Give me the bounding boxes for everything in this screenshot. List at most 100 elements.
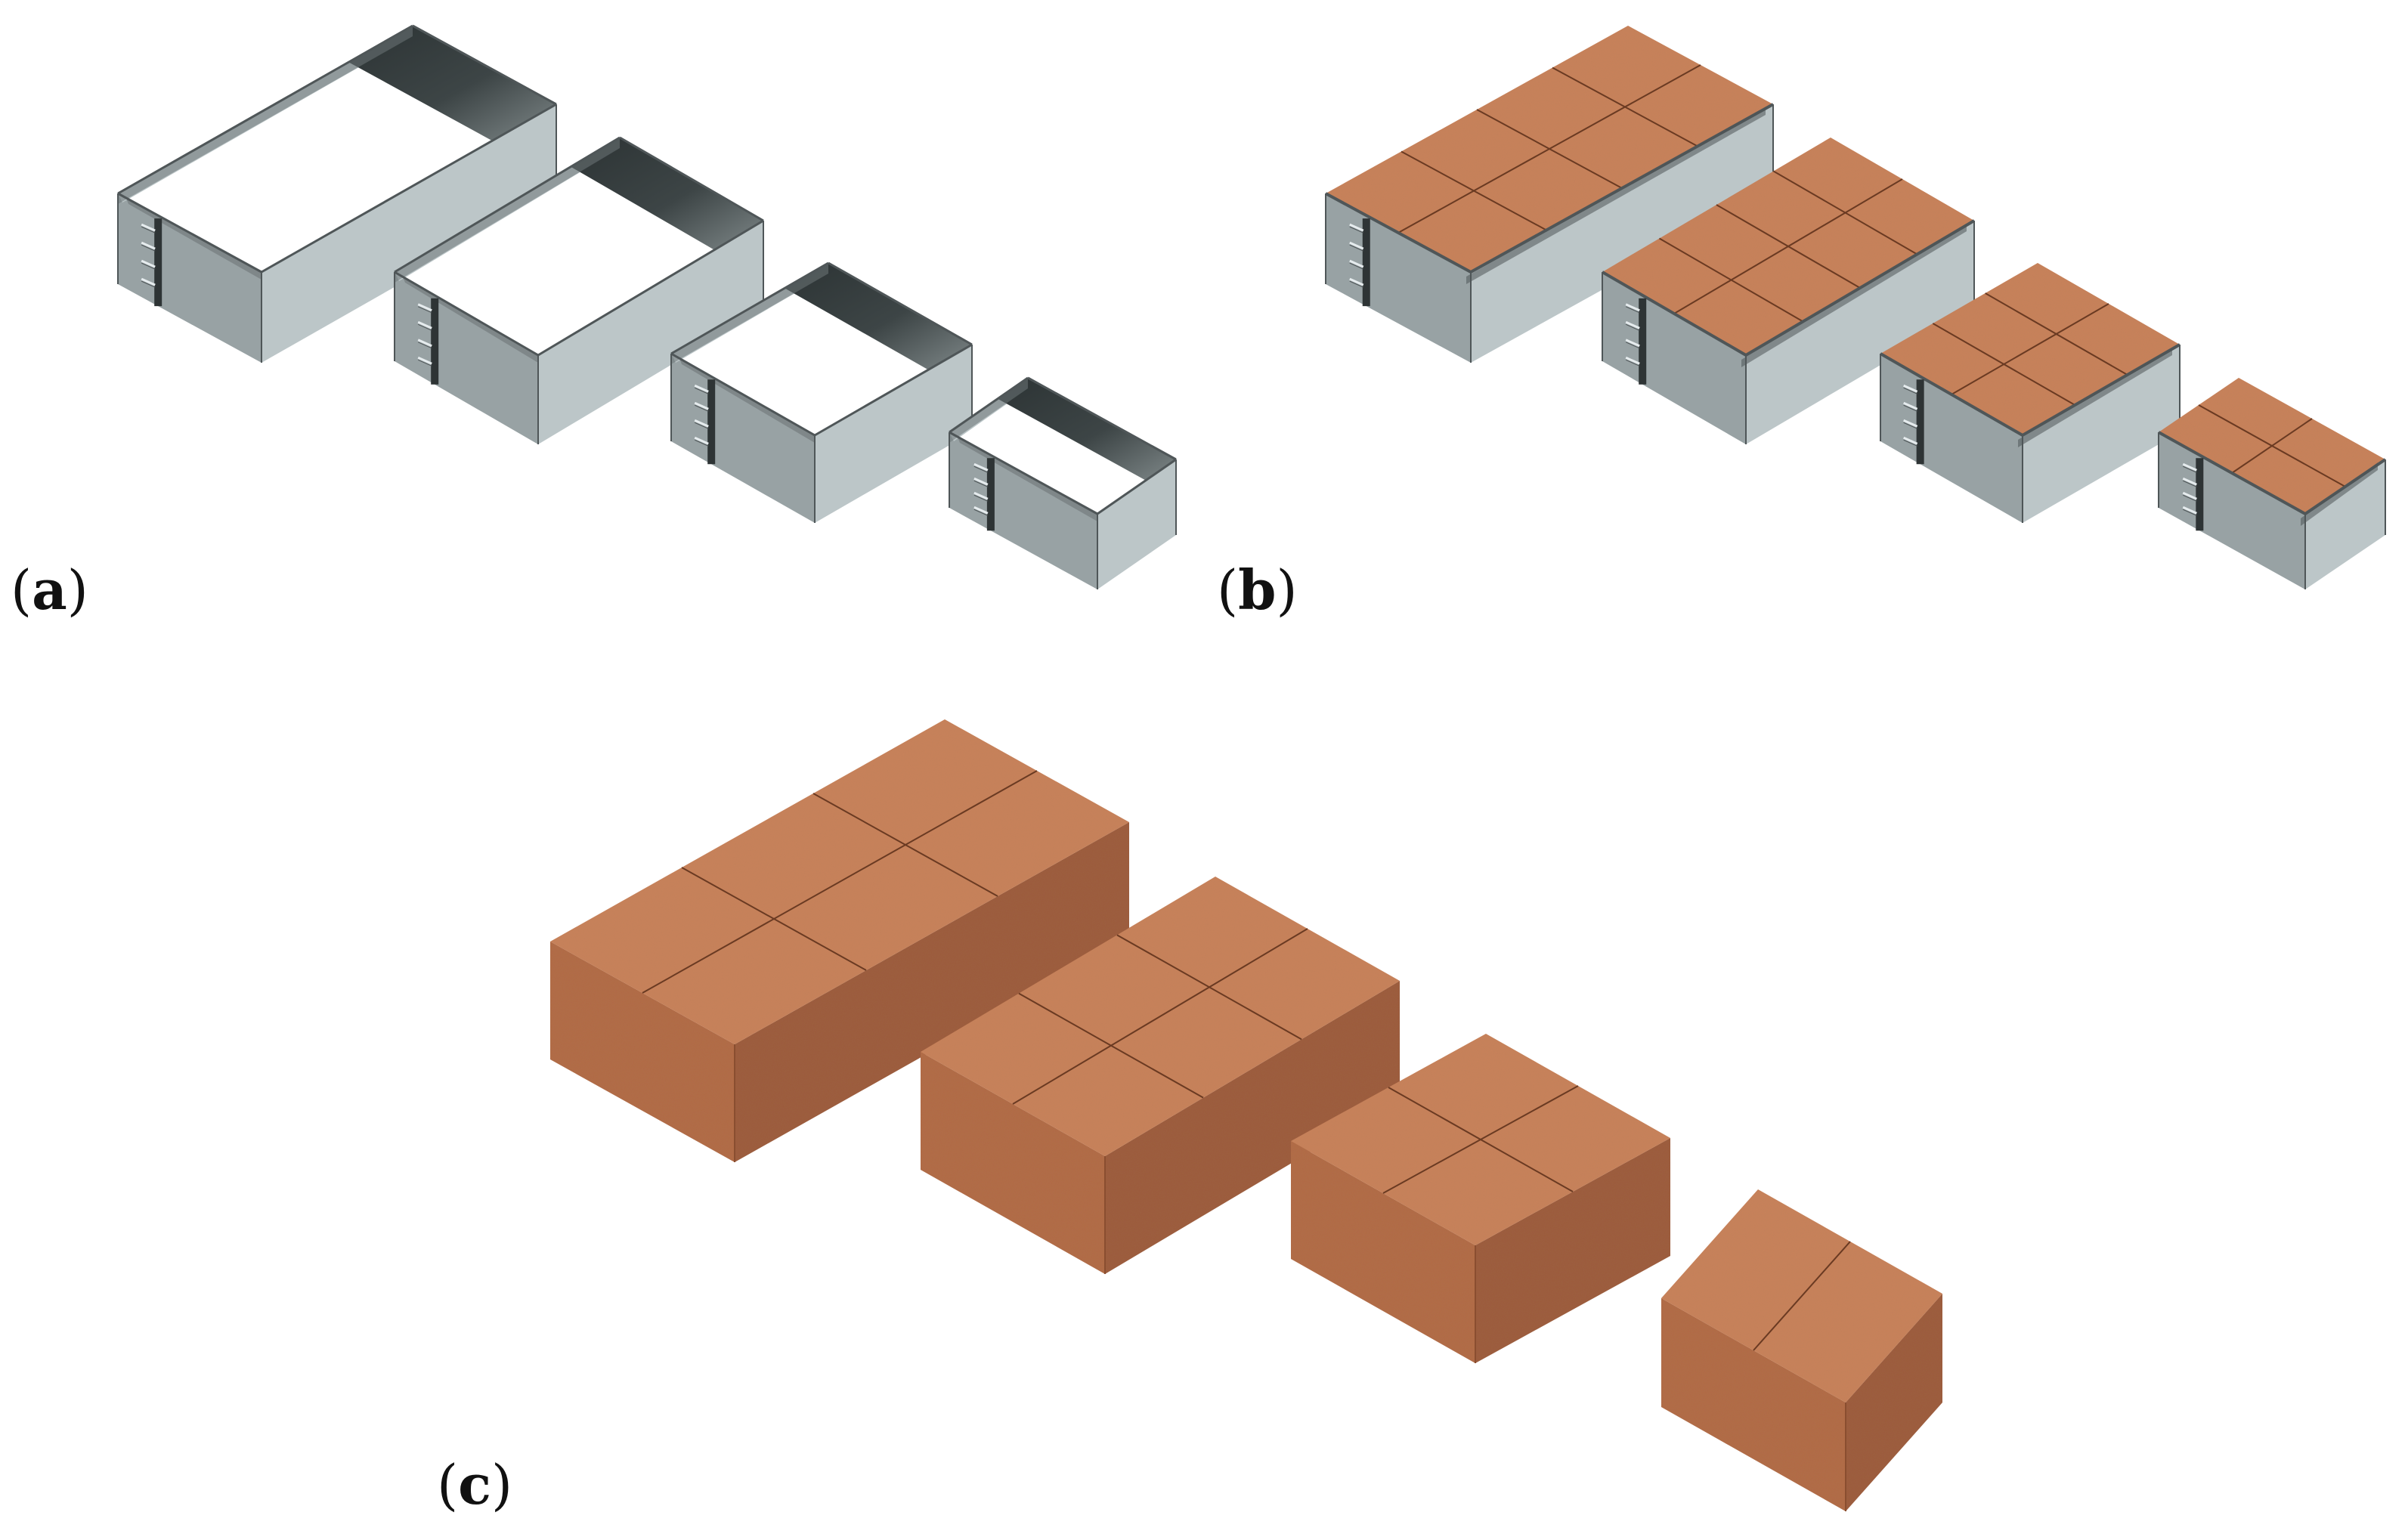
formwork-right-face [2023,345,2180,523]
clamp-bolt [694,436,709,445]
clamp-bar [986,458,995,531]
clamp-bolt [1349,277,1364,286]
formwork-rim-front [814,343,973,437]
clamp-bolt [1903,436,1918,445]
block-3 [1291,1034,1670,1363]
panel-b-label: (b) [1217,558,1298,622]
clamp-bolt [417,303,432,312]
concrete-seam-cross [1018,992,1204,1099]
formwork-rim-back [949,376,1029,434]
formwork-right-face [538,221,763,444]
clamp-bolt-shadow [1349,262,1363,270]
clamp-bar [707,379,716,465]
concrete-seam-cross [812,793,998,897]
clamp-bolt-shadow [2183,465,2197,473]
clamp-bolt [694,419,709,428]
formwork-rim-left [1325,192,1472,274]
concrete-left-face [1291,1141,1475,1363]
concrete-right-face [1105,981,1400,1274]
formwork-right-face [1746,221,1974,444]
concrete-seam-cross [1985,292,2128,376]
clamp-bolt-shadow [2183,480,2197,487]
clamp-bolt-shadow [694,387,709,394]
clamp-bolt [1903,419,1918,428]
block-3 [1880,263,2181,523]
formwork-rim-back [394,136,621,274]
formwork-rim-left [394,271,539,357]
clamp-bolt-shadow [417,306,432,314]
clamp-bolt [141,259,156,268]
concrete-seam-cross [1552,66,1698,147]
formwork-rim-front [1097,458,1177,515]
formwork-rim-right [828,261,973,346]
concrete-right-face [1475,1138,1670,1363]
formwork-inner-back-wall [671,263,828,364]
clamp-bar [1916,379,1924,465]
concrete-seam-cross [1476,109,1623,189]
clamp-bar [1362,218,1370,307]
clamp-bolt [694,401,709,410]
clamp-bolt-shadow [1625,359,1640,366]
concrete-seam-long [1753,1241,1851,1351]
concrete-seam-long [1951,303,2109,395]
formwork-opening [949,378,1176,514]
clamp-bar [431,298,439,385]
panel-a [117,24,1177,589]
clamp-bolt-shadow [973,465,989,473]
clamp-bolt [973,506,989,515]
concrete-seam-cross [1716,204,1861,289]
clamp-bolt-shadow [694,439,709,447]
formwork-left-face [1326,193,1471,363]
formwork-rim-front [261,103,557,274]
clamp-bar [1639,298,1647,385]
formwork-inner-lip [1741,224,1967,367]
clamp-bolt-shadow [973,494,989,502]
formwork-cavity-shadow [785,263,972,370]
concrete-seam-long [642,770,1038,994]
clamp-bolt-shadow [1903,422,1917,429]
clamp-bolt-shadow [1625,323,1640,331]
clamp-bolt [973,462,989,472]
formwork-rim-left [1601,271,1747,357]
clamp-bolt-shadow [1625,306,1640,314]
clamp-bolt-shadow [694,422,709,429]
formwork-cavity-shadow [571,138,763,250]
formwork-rim-right [619,136,764,222]
formwork-rim-left [1880,352,2023,437]
clamp-bolt [1625,303,1640,312]
clamp-bolt [973,491,989,500]
block-2 [1601,138,1976,444]
concrete-seam-cross [1932,323,2075,406]
clamp-bolt [417,320,432,329]
formwork-left-face [671,354,815,523]
formwork-left-face [118,193,262,363]
clamp-bolt-shadow [973,509,989,516]
block-4 [1661,1189,1942,1511]
formwork-inner-back-wall [395,138,620,283]
formwork-rim-right [1027,376,1177,461]
clamp-bar [2196,458,2204,531]
concrete-seam-cross [1772,170,1918,255]
formwork-right-face [1471,104,1773,363]
formwork-rim-left [949,431,1098,515]
clamp-bolt [2182,491,2197,500]
clamp-bolt [694,384,709,393]
clamp-bolt [1349,259,1364,268]
clamp-bolt-shadow [2183,509,2197,516]
clamp-bar [154,218,162,307]
clamp-bolt-shadow [1349,226,1363,233]
clamp-bolt [417,356,432,365]
formwork-left-face [1880,354,2023,523]
formwork-rim-front [537,219,764,357]
concrete-seam-cross [1388,1087,1574,1192]
clamp-bolt-shadow [694,404,709,412]
formwork-rim-left [670,352,816,437]
clamp-bolt [417,339,432,348]
formwork-inner-lip [1466,107,1766,284]
block-4 [949,376,1177,589]
clamp-bolt-shadow [1349,244,1363,252]
formwork-left-face [1602,272,1746,444]
panel-c [550,719,1942,1511]
block-1 [117,24,557,363]
